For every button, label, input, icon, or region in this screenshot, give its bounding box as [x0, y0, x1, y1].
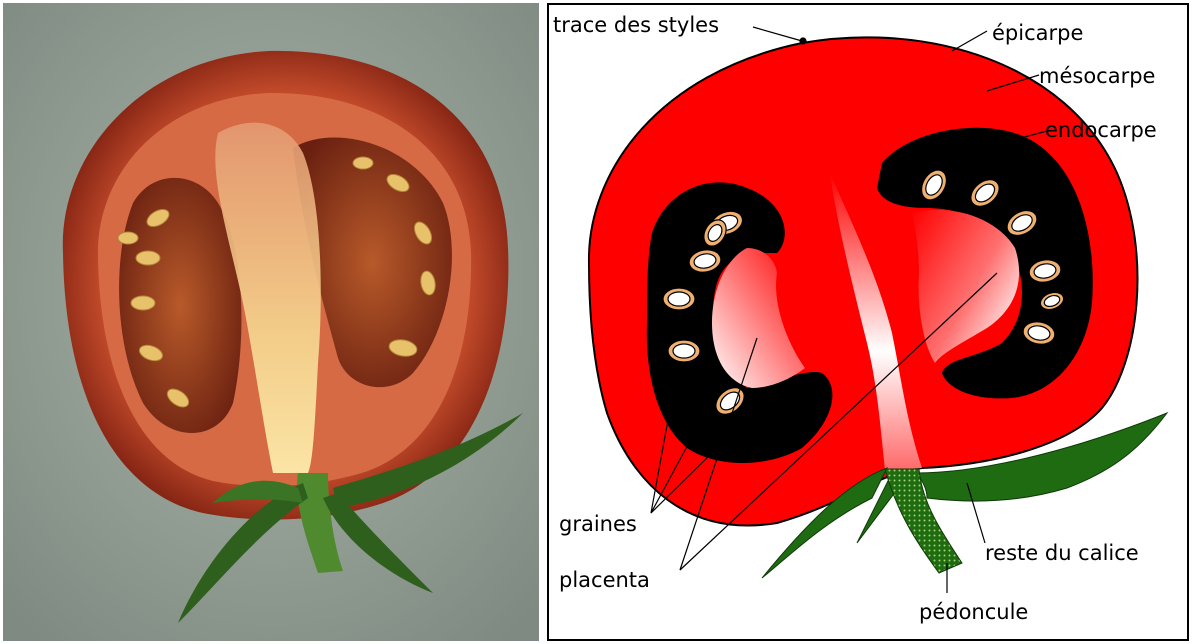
label-epicarpe: épicarpe [992, 21, 1083, 45]
label-graines: graines [559, 512, 637, 536]
label-mesocarpe: mésocarpe [1039, 64, 1155, 88]
tomato-photo [3, 3, 539, 641]
label-reste-du-calice: reste du calice [985, 541, 1139, 565]
tomato-diagram: trace des styles épicarpe mésocarpe endo… [547, 3, 1189, 641]
label-placenta: placenta [559, 568, 650, 592]
label-endocarpe: endocarpe [1045, 118, 1157, 142]
label-pedoncule: pédoncule [919, 600, 1028, 624]
label-trace-des-styles: trace des styles [553, 13, 719, 37]
